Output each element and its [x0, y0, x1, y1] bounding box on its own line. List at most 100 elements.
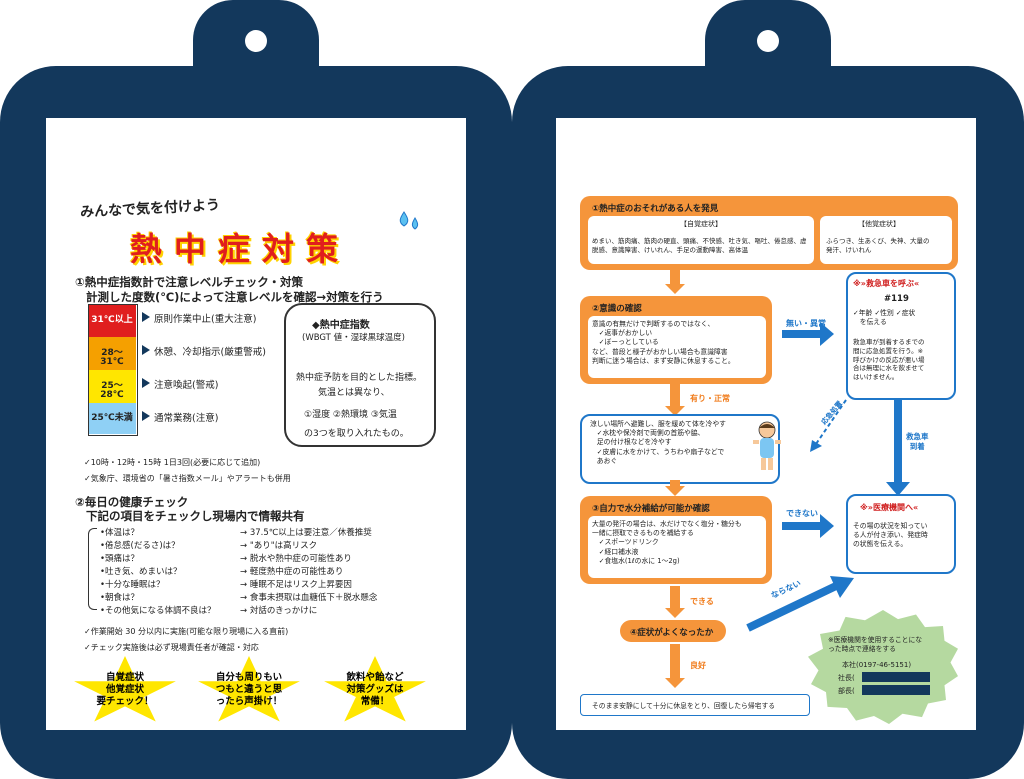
head-office: 本社(0197-46-5151) — [842, 661, 912, 669]
sweat-drops-icon — [396, 210, 422, 234]
arrow-right-icon — [142, 411, 150, 421]
check-item: •頭痛は？ — [100, 554, 140, 564]
flow-arrow-head — [665, 608, 685, 618]
level-bar — [88, 304, 138, 436]
index-box-line: の3つを取り入れたもの。 — [304, 429, 409, 439]
arrow-head-icon — [820, 322, 834, 346]
step3-text: 大量の発汗の場合は、水だけでなく塩分・糖分も 一緒に摂取できるものを補給する ✓… — [592, 520, 742, 565]
arrow-head-icon — [820, 514, 834, 538]
flow-arrow-head — [665, 406, 685, 416]
step3-title: ③自力で水分補給が可能か確認 — [592, 504, 710, 514]
check-note: ✓作業開始 30 分以内に実施(可能な限り現場に入る直前) — [84, 627, 289, 636]
level-label: 28～31℃ — [100, 348, 124, 367]
step2-title: ②意識の確認 — [592, 304, 642, 314]
check-result: → 睡眠不足はリスク上昇要因 — [240, 580, 352, 590]
check-item: •朝食は？ — [100, 593, 140, 603]
level-action: 原則作業中止(重大注意) — [154, 314, 257, 325]
check-note: ✓チェック実施後は必ず現場責任者が確認・対応 — [84, 643, 259, 652]
flow-arrow-head — [665, 284, 685, 294]
not-better-arrow — [744, 574, 856, 632]
ambulance-info: ✓年齢 ✓性別 ✓症状 を伝える — [853, 309, 916, 327]
manager-label: 部長( — [838, 687, 855, 695]
heading-big: 熱中症対策 — [130, 230, 351, 268]
arrow-right-icon — [142, 345, 150, 355]
self-symptoms-box — [588, 216, 814, 264]
index-box-title: ◆熱中症指数 — [312, 320, 370, 331]
star-text: 飲料や飴など 対策グッズは 常備！ — [346, 672, 404, 707]
level-under25-block — [89, 403, 136, 434]
can-label: できる — [690, 597, 714, 606]
self-symptoms-title: 【自覚症状】 — [680, 220, 722, 228]
level-action: 休憩、冷却指示(厳重警戒) — [154, 347, 266, 358]
check-item: •その他気になる体調不良は？ — [100, 606, 216, 616]
arrow-right-icon — [142, 312, 150, 322]
check-result: → "あり"は高リスク — [240, 541, 318, 551]
level-25-block — [89, 370, 136, 403]
index-box-line: 気温とは異なり、 — [318, 388, 390, 398]
check-note: ✓10時・12時・15時 1日3回(必要に応じて追加) — [84, 458, 261, 467]
level-28-block — [89, 337, 136, 370]
check-item: •十分な睡眠は？ — [100, 580, 165, 590]
step4-title: ④症状がよくなったか — [630, 628, 714, 638]
other-symptoms-title: 【他覚症状】 — [858, 220, 900, 228]
check-result: → 対話のきっかけに — [240, 606, 318, 616]
ambulance-arrive-label: 救急車 到着 — [906, 432, 929, 452]
right-clip-hole — [757, 30, 779, 52]
good-label: 良好 — [690, 661, 706, 670]
flow-arrow — [670, 384, 680, 408]
check-item: •体温は？ — [100, 528, 140, 538]
other-symptoms: ふらつき、生あくび、失神、大量の 発汗、けいれん — [826, 237, 930, 254]
index-box-line: ①湿度 ②熱環境 ③気温 — [304, 410, 397, 420]
person-icon — [752, 420, 782, 472]
arrow-head-icon — [886, 482, 910, 496]
cooling-box — [580, 414, 780, 484]
step1-title: ①熱中症のおそれがある人を発見 — [592, 204, 719, 214]
flow-arrow — [670, 586, 680, 610]
section1-title: ①熱中症指数計で注意レベルチェック・対策 — [75, 275, 304, 289]
ambulance-number: #119 — [884, 294, 909, 304]
flow-arrow — [894, 400, 902, 484]
step2-content — [588, 316, 766, 378]
cooling-text: 涼しい場所へ避難し、服を緩めて体を冷やす ✓水枕や保冷剤で両側の首筋や脇、 足の… — [590, 420, 726, 465]
level-label: 25～28℃ — [100, 381, 124, 400]
ambulance-title: ※»救急車を呼ぶ« — [853, 279, 920, 288]
check-result: → 脱水や熱中症の可能性あり — [240, 554, 352, 564]
redacted-bar — [862, 685, 930, 695]
flow-arrow-head — [665, 678, 685, 688]
hospital-text: その場の状況を知ってい る人が付き添い、発症時 の状態を伝える。 — [853, 522, 928, 549]
right-clipboard-clip — [705, 0, 831, 110]
left-clip-hole — [245, 30, 267, 52]
check-item: •倦怠感(だるさ)は？ — [100, 541, 180, 551]
left-clipboard-clip — [193, 0, 319, 110]
check-result: → 食事未摂取は血糖低下＋脱水懸念 — [240, 593, 378, 603]
check-item: •吐き気、めまいは？ — [100, 567, 182, 577]
level-label: 25℃未満 — [91, 413, 133, 423]
level-label: 31℃以上 — [91, 315, 133, 325]
flow-arrow — [670, 644, 680, 680]
flow-arrow-head — [665, 486, 685, 496]
section1-sub: 計測した度数(℃)によって注意レベルを確認→対策を行う — [86, 290, 384, 304]
flow-arrow — [782, 522, 822, 530]
flow-arrow — [670, 270, 680, 284]
first-aid-arrow — [808, 398, 848, 452]
check-result: → 軽度熱中症の可能性あり — [240, 567, 344, 577]
self-symptoms: めまい、筋肉痛、筋肉の硬直、頭痛、不快感、吐き気、嘔吐、倦怠感、虚 脱感、意識障… — [592, 237, 807, 254]
check-result: → 37.5℃以上は要注意／休養推奨 — [240, 528, 372, 538]
index-box-subtitle: (WBGT 値・湿球黒球温度) — [302, 333, 405, 343]
contact-text: ※医療機関を使用することにな った時点で連絡をする — [828, 636, 923, 654]
level-action: 注意喚起(警戒) — [154, 380, 219, 391]
no-abnormal-label: 無い・異常 — [786, 319, 826, 328]
step3-content — [588, 516, 766, 578]
level-action: 通常業務(注意) — [154, 413, 219, 424]
hospital-box — [846, 494, 956, 574]
star-text: 自覚症状 他覚症状 要チェック！ — [96, 672, 154, 707]
other-symptoms-box — [820, 216, 952, 264]
checks-brace — [88, 528, 97, 610]
ambulance-box — [846, 272, 956, 400]
section2-title: ②毎日の健康チェック — [75, 495, 189, 509]
president-label: 社長( — [838, 674, 855, 682]
yes-normal-label: 有り・正常 — [690, 394, 730, 403]
ambulance-note: 救急車が到着するまでの 間に応急処置を行う。※ 呼びかけの反応が悪い場 合は無理… — [853, 338, 925, 382]
cannot-label: できない — [786, 509, 818, 518]
redacted-bar — [862, 672, 930, 682]
